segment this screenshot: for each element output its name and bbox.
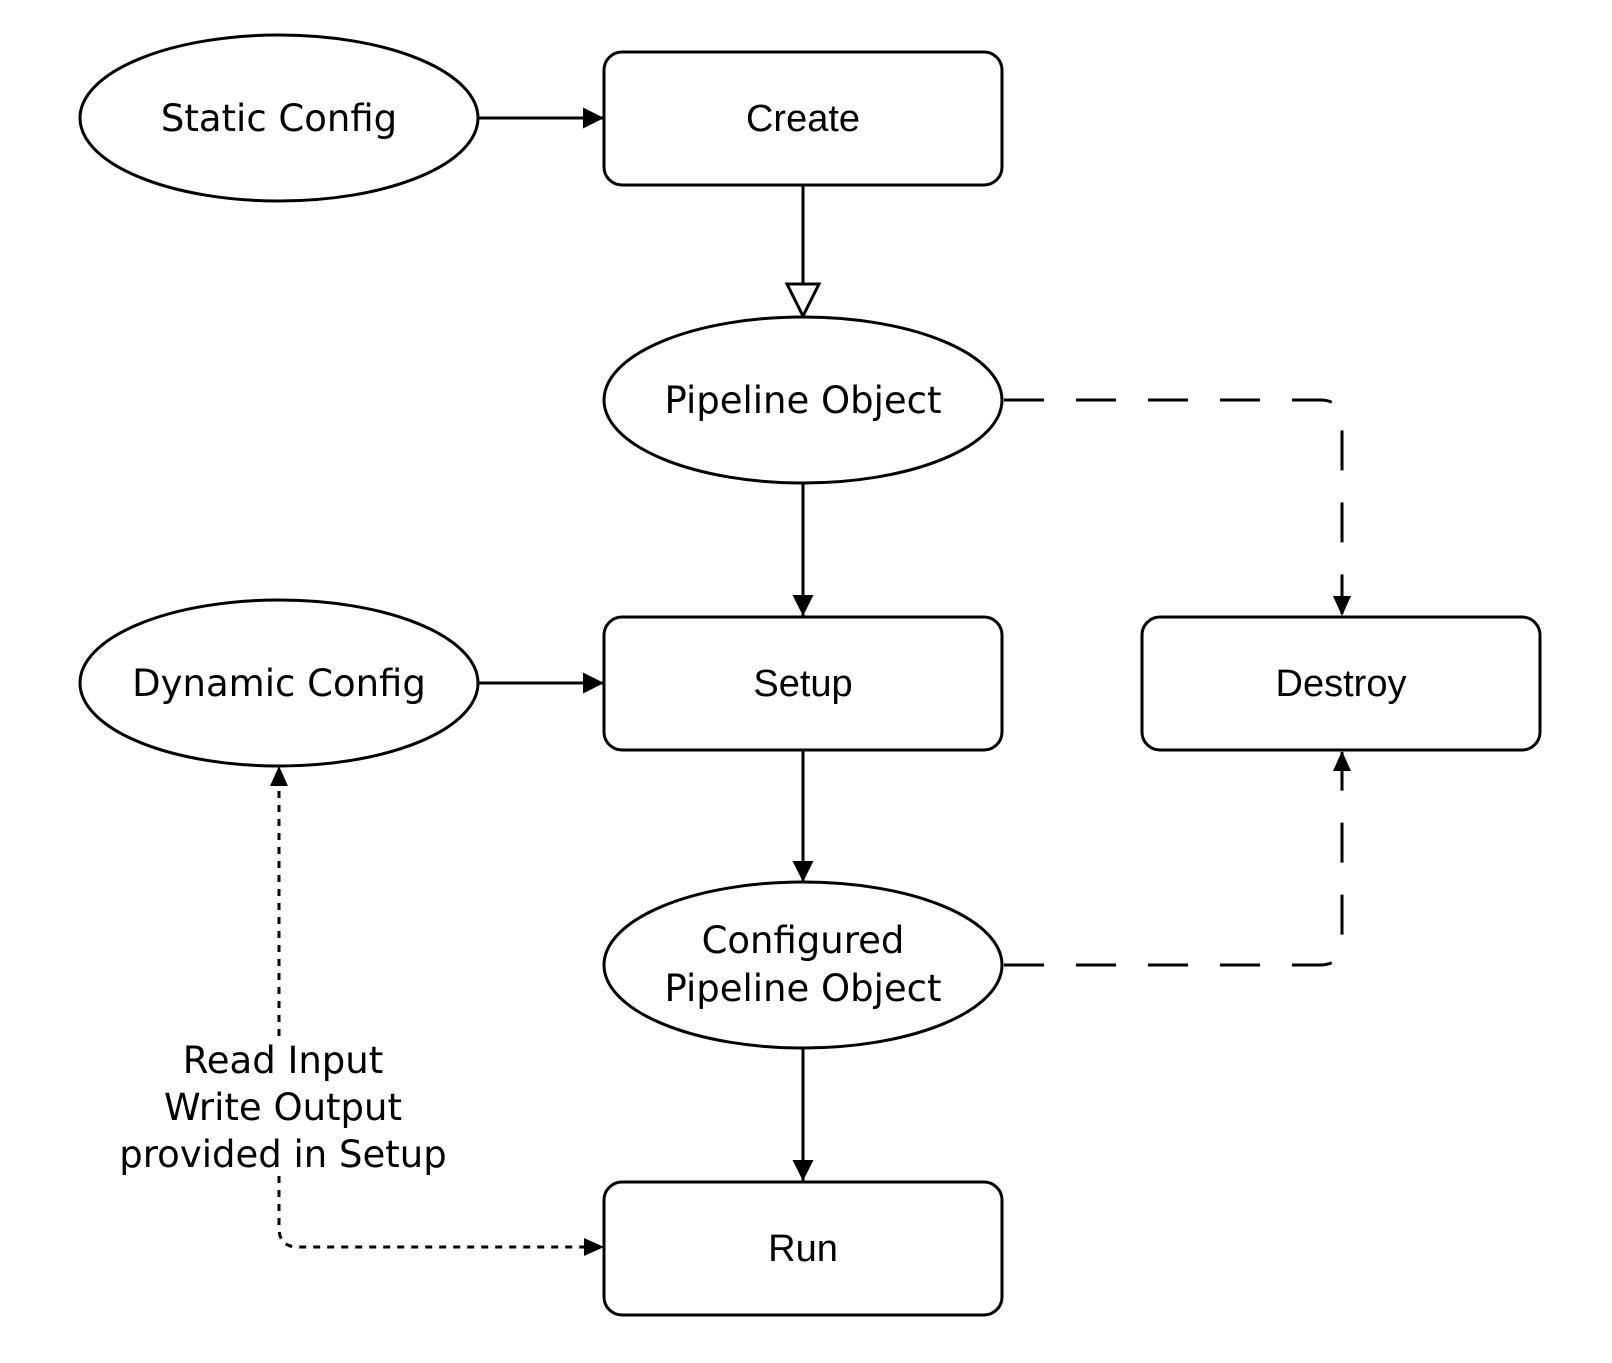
edge-label-line2: Write Output — [164, 1086, 402, 1129]
edge-label-line3: provided in Setup — [119, 1133, 446, 1176]
node-dynamic-config: Dynamic Config — [78, 598, 480, 768]
arrowhead-destroy-top — [1333, 596, 1351, 616]
node-configured-pipeline-object: Configured Pipeline Object — [602, 880, 1004, 1050]
node-dynamic-config-label: Dynamic Config — [132, 662, 426, 705]
node-configured-line1: Configured — [702, 919, 905, 962]
node-create: Create — [602, 50, 1004, 187]
node-destroy-label: Destroy — [1276, 663, 1407, 705]
node-create-label: Create — [746, 98, 860, 140]
arrowhead-dynamic-config — [270, 766, 288, 786]
arrowhead-run — [584, 1238, 604, 1256]
node-run: Run — [602, 1180, 1004, 1317]
arrowhead-destroy-bottom — [1333, 751, 1351, 771]
node-configured-line2: Pipeline Object — [664, 967, 941, 1010]
node-static-config: Static Config — [78, 33, 480, 203]
edge-pipeline-object-to-destroy — [1004, 398, 1344, 614]
edge-configured-to-destroy — [1004, 752, 1344, 967]
node-run-label: Run — [768, 1228, 838, 1270]
node-pipeline-object: Pipeline Object — [602, 315, 1004, 485]
hollow-arrowhead — [784, 282, 822, 320]
node-setup-label: Setup — [753, 663, 852, 705]
edge-label-read-write: Read Input Write Output provided in Setu… — [119, 1039, 446, 1176]
node-pipeline-object-label: Pipeline Object — [664, 379, 941, 422]
node-destroy: Destroy — [1140, 615, 1542, 752]
node-static-config-label: Static Config — [161, 97, 397, 140]
edge-label-line1: Read Input — [183, 1039, 384, 1082]
node-setup: Setup — [602, 615, 1004, 752]
edge-run-dynamic-config-lower — [277, 1176, 588, 1249]
